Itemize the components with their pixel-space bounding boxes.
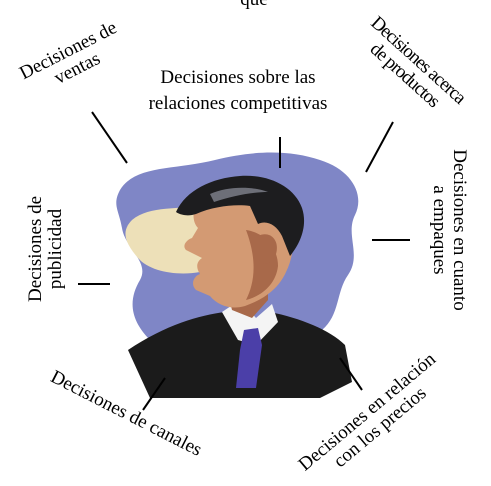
label-packaging-decisions: Decisiones en cuanto a empaques [429, 149, 470, 311]
connector-sales [91, 111, 128, 164]
label-advertising-decisions: Decisiones de publicidad [25, 195, 66, 303]
connector-prices [339, 357, 363, 391]
necktie [236, 328, 262, 388]
connector-channels [142, 377, 166, 411]
hair-highlight [210, 187, 268, 202]
hair [176, 175, 305, 256]
connector-products [365, 121, 394, 173]
label-top-partial: que [214, 0, 294, 10]
ear [258, 234, 277, 264]
label-competitive-relations: Decisiones sobre las relaciones competit… [148, 67, 328, 114]
